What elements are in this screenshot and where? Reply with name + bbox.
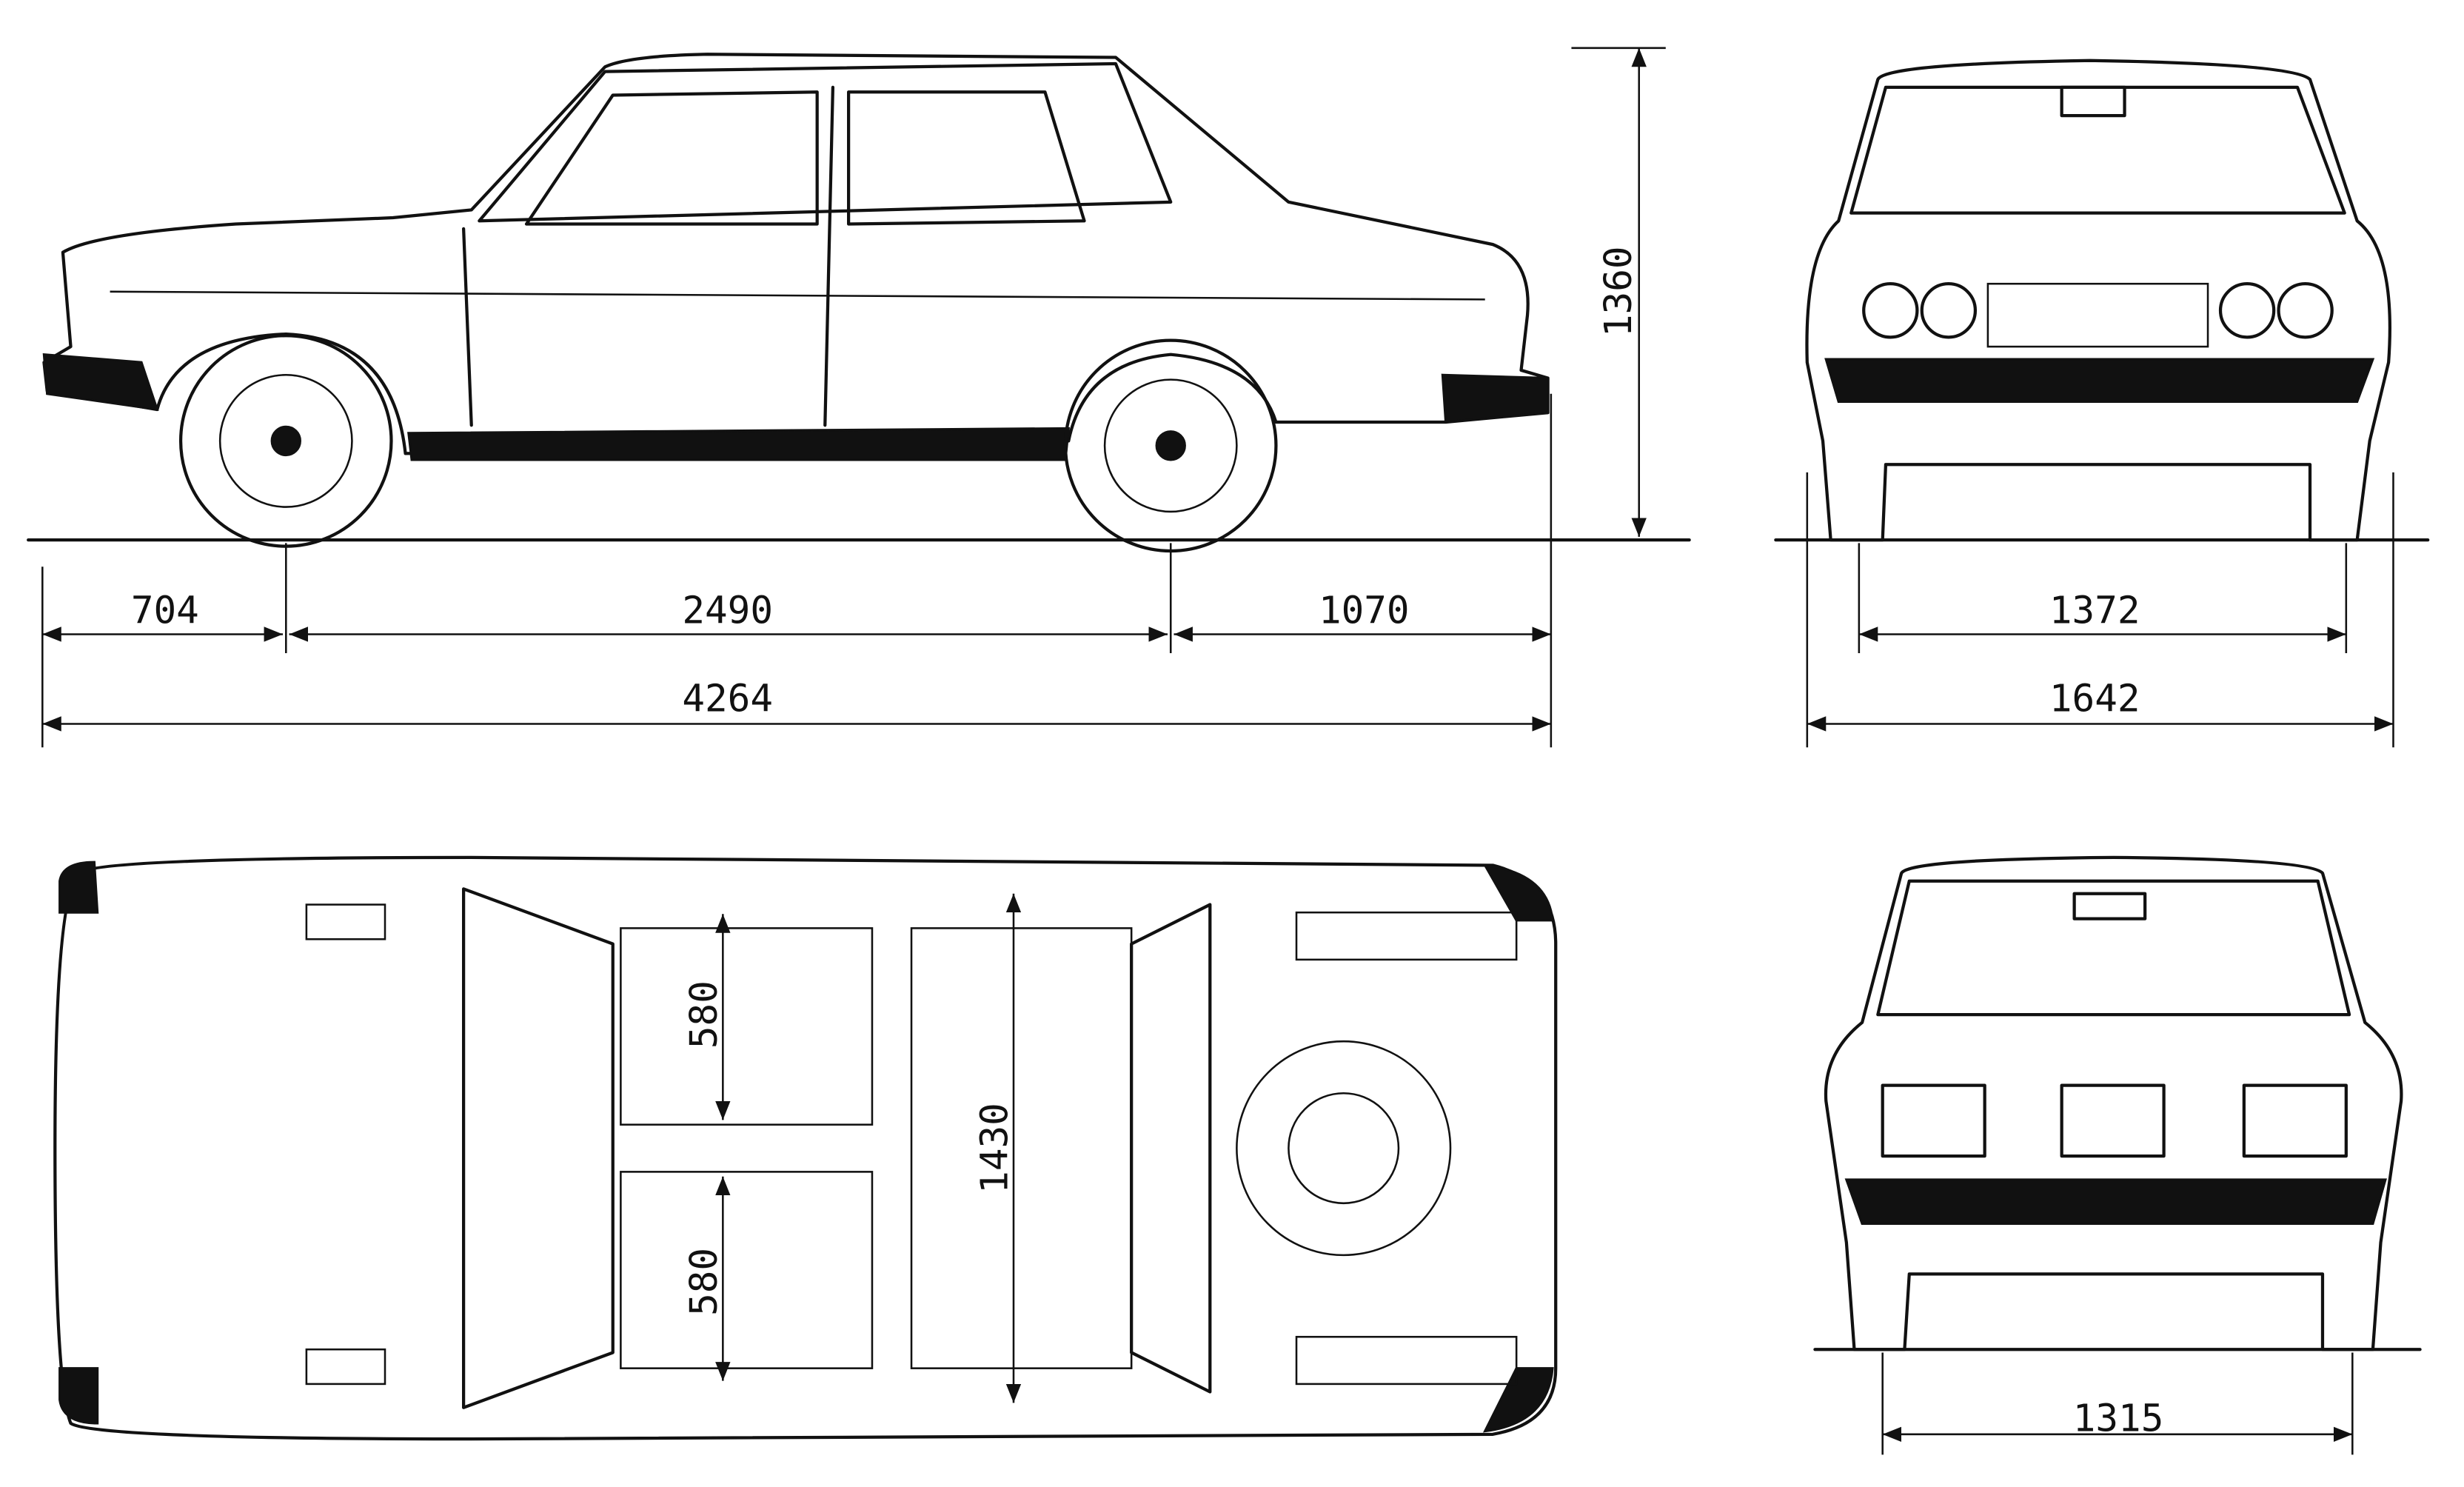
front-bumper: [42, 352, 159, 411]
label-overall-height: 1360: [1597, 246, 1641, 337]
b-pillar: [823, 85, 835, 427]
label-wheelbase: 2490: [682, 589, 773, 633]
front-seat-right: [620, 1171, 874, 1369]
top-windshield: [462, 887, 615, 1409]
front-bumper: [1824, 358, 2375, 403]
front-wheel: [178, 334, 393, 548]
label-front-track: 1372: [2049, 589, 2140, 633]
rear-bench: [910, 927, 1133, 1369]
top-view: 580 580 1430: [53, 855, 1558, 1441]
trunk-lid-line: [1295, 911, 1518, 961]
top-body-outline: [53, 855, 1558, 1441]
side-greenhouse: [478, 61, 1173, 223]
license-plate: [2060, 1083, 2166, 1158]
side-body-outline: [42, 53, 1550, 455]
sill: [407, 427, 1071, 461]
mirror: [2072, 892, 2147, 920]
front-seat-left: [620, 927, 874, 1126]
rear-window: [1876, 879, 2351, 1017]
front-view: 1372 1642: [1774, 59, 2430, 748]
corner-bumper: [58, 861, 99, 914]
front-window: [524, 90, 819, 226]
front-body-outline: [1805, 59, 2391, 542]
mirror: [2060, 85, 2126, 118]
label-front-seat-depth: 580: [683, 980, 726, 1049]
grille: [1986, 282, 2209, 348]
label-rear-overhang: 1070: [1319, 589, 1410, 633]
side-trim: [110, 290, 1485, 301]
rear-wheel: [1063, 338, 1278, 553]
label-rear-seat-depth: 580: [683, 1248, 726, 1316]
top-rear-window: [1130, 903, 1212, 1394]
rear-window: [847, 90, 1086, 226]
rear-body-outline: [1824, 855, 2403, 1351]
side-view: 704 2490 1070 4264 1360: [27, 47, 1691, 748]
rear-bumper: [1844, 1178, 2387, 1225]
label-overall-length: 4264: [682, 677, 773, 721]
headlights: [1862, 282, 2334, 339]
vent: [305, 903, 386, 940]
windshield: [1849, 85, 2346, 215]
tail-light-left: [1881, 1083, 1986, 1158]
tail-light-right: [2242, 1083, 2348, 1158]
label-interior-width: 1430: [973, 1103, 1017, 1194]
label-overall-width: 1642: [2049, 677, 2140, 721]
spare-wheel: [1236, 1040, 1452, 1257]
label-front-overhang: 704: [131, 589, 199, 633]
rear-view: 1315: [1813, 855, 2422, 1455]
front-door-line: [462, 227, 473, 427]
rear-bumper: [1441, 373, 1550, 424]
label-rear-track: 1315: [2073, 1397, 2164, 1441]
